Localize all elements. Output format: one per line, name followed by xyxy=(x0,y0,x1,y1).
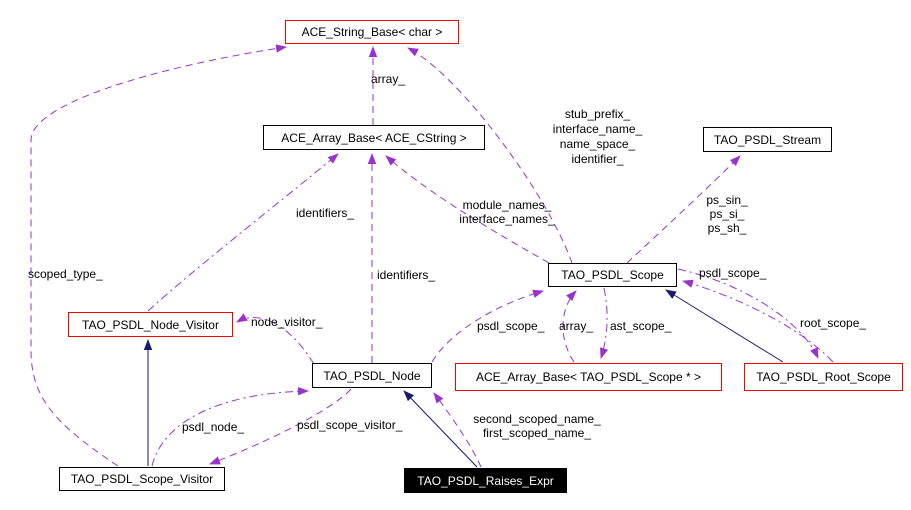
edge-stub-prefix xyxy=(407,47,573,264)
edge-ps-sin xyxy=(626,155,741,264)
edge-label-interface-name: interface_name_ xyxy=(552,122,643,136)
edge-label-name-space: name_space_ xyxy=(559,137,636,151)
edge-inherit-root-scope xyxy=(665,289,784,363)
edge-psdl-node xyxy=(151,387,309,467)
class-node-tao-psdl-raises-expr-current: TAO_PSDL_Raises_Expr xyxy=(404,468,567,493)
edge-label-psdl-scope-right: psdl_scope_ xyxy=(699,266,767,280)
edge-label-first-scoped-name: first_scoped_name_ xyxy=(482,426,592,440)
class-node-tao-psdl-stream[interactable]: TAO_PSDL_Stream xyxy=(703,127,832,152)
edge-node-visitor xyxy=(236,313,315,365)
edge-label-ps-si: ps_si_ xyxy=(709,207,745,221)
edge-label-stub-prefix-group: stub_prefix_ interface_name_ name_space_… xyxy=(530,107,665,167)
edge-label-psdl-scope-bottom: psdl_scope_ xyxy=(477,319,545,333)
edge-label-identifier: identifier_ xyxy=(571,152,624,166)
edge-label-scoped-type: scoped_type_ xyxy=(28,267,103,281)
edge-label-array-top: array_ xyxy=(371,72,406,86)
class-node-ace-array-base-scope[interactable]: ACE_Array_Base< TAO_PSDL_Scope * > xyxy=(455,363,722,391)
class-node-ace-array-base-cstring[interactable]: ACE_Array_Base< ACE_CString > xyxy=(263,125,485,150)
class-node-tao-psdl-scope[interactable]: TAO_PSDL_Scope xyxy=(548,263,677,287)
edge-array-mid xyxy=(562,290,577,363)
edge-label-psdl-scope-visitor: psdl_scope_visitor_ xyxy=(297,418,403,432)
edge-label-ast-scope: ast_scope_ xyxy=(610,319,672,333)
edge-label-module-names-group: module_names_ interface_names_ xyxy=(443,198,571,226)
edge-label-ps-sin: ps_sin_ xyxy=(706,193,748,207)
edge-label-psdl-node: psdl_node_ xyxy=(182,420,245,434)
edge-label-module-names: module_names_ xyxy=(462,198,552,212)
edge-label-array-mid: array_ xyxy=(559,319,594,333)
edge-scoped-type xyxy=(30,44,287,467)
edge-label-identifiers-left: identifiers_ xyxy=(296,206,355,220)
edge-label-ps-group: ps_sin_ ps_si_ ps_sh_ xyxy=(692,193,762,235)
class-node-tao-psdl-scope-visitor[interactable]: TAO_PSDL_Scope_Visitor xyxy=(59,467,225,491)
edge-label-root-scope: root_scope_ xyxy=(800,316,867,330)
edge-module-names xyxy=(385,155,550,264)
class-node-tao-psdl-node[interactable]: TAO_PSDL_Node xyxy=(312,363,432,388)
edge-inherit-raises-expr xyxy=(403,390,478,468)
edge-label-second-scoped-name: second_scoped_name_ xyxy=(473,412,601,426)
class-node-tao-psdl-node-visitor[interactable]: TAO_PSDL_Node_Visitor xyxy=(68,312,233,337)
edge-label-interface-names: interface_names_ xyxy=(459,212,555,226)
edge-psdl-scope-visitor xyxy=(209,388,352,465)
edge-label-identifiers-center: identifiers_ xyxy=(377,268,436,282)
edge-label-scoped-names-group: second_scoped_name_ first_scoped_name_ xyxy=(452,412,622,440)
edge-label-stub-prefix: stub_prefix_ xyxy=(564,107,631,121)
edge-ast-scope xyxy=(600,287,609,359)
edge-label-node-visitor: node_visitor_ xyxy=(251,315,323,329)
class-node-ace-string-base[interactable]: ACE_String_Base< char > xyxy=(285,20,459,44)
edge-label-ps-sh: ps_sh_ xyxy=(707,221,747,235)
edge-psdl-scope-from-node xyxy=(431,289,544,363)
edge-identifiers-left xyxy=(147,153,339,312)
edge-root-scope xyxy=(677,268,819,359)
class-node-tao-psdl-root-scope[interactable]: TAO_PSDL_Root_Scope xyxy=(744,363,903,391)
